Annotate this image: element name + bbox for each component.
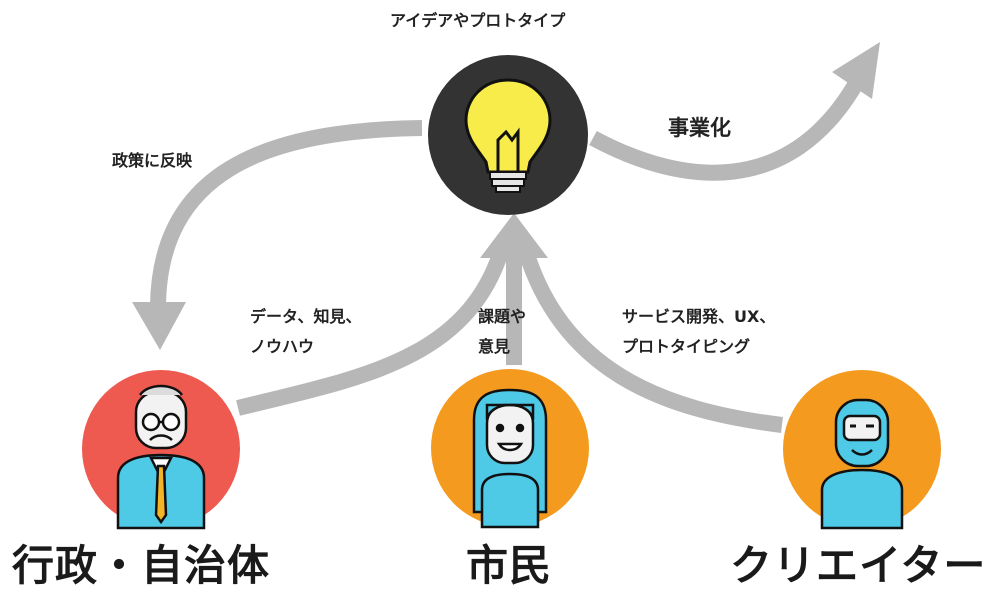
citizen-label: 市民 bbox=[466, 541, 553, 590]
citizen-contribution-label: 課題や 意見 bbox=[478, 302, 526, 362]
government-contribution-label: データ、知見、 ノウハウ bbox=[250, 302, 362, 362]
idea-node bbox=[428, 55, 588, 215]
center-title: アイデアやプロトタイプ bbox=[390, 11, 566, 30]
actor-creator bbox=[783, 370, 941, 530]
arrow-creator-to-idea bbox=[516, 242, 783, 433]
arrow-government-to-idea bbox=[236, 242, 511, 416]
government-contribution-line: ノウハウ bbox=[250, 337, 315, 356]
arrowhead-policy bbox=[132, 302, 186, 350]
arrow-business bbox=[589, 76, 865, 181]
creator-contribution-label: サービス開発、UX、 プロトタイピング bbox=[622, 302, 775, 362]
citizen-icon bbox=[472, 388, 548, 529]
creator-contribution-line: サービス開発、UX、 bbox=[622, 307, 776, 326]
citizen-contribution-line: 課題や bbox=[478, 307, 527, 326]
government-label: 行政・自治体 bbox=[12, 541, 271, 590]
citizen-contribution-line: 意見 bbox=[478, 337, 511, 356]
creator-icon bbox=[820, 398, 904, 530]
government-official-icon bbox=[116, 384, 206, 530]
arrowhead-idea bbox=[480, 213, 548, 258]
government-contribution-line: データ、知見、 bbox=[250, 307, 362, 326]
policy-label: 政策に反映 bbox=[112, 151, 193, 170]
arrow-policy bbox=[150, 120, 423, 306]
actor-citizen bbox=[431, 369, 589, 529]
arrowhead-business bbox=[832, 42, 880, 99]
creator-contribution-line: プロトタイピング bbox=[622, 337, 751, 356]
business-label: 事業化 bbox=[668, 116, 731, 140]
creator-label: クリエイター bbox=[730, 541, 987, 590]
lightbulb-icon bbox=[464, 78, 552, 193]
connector-arrows bbox=[150, 76, 865, 433]
actor-government bbox=[82, 370, 240, 530]
arrowheads bbox=[132, 42, 880, 350]
